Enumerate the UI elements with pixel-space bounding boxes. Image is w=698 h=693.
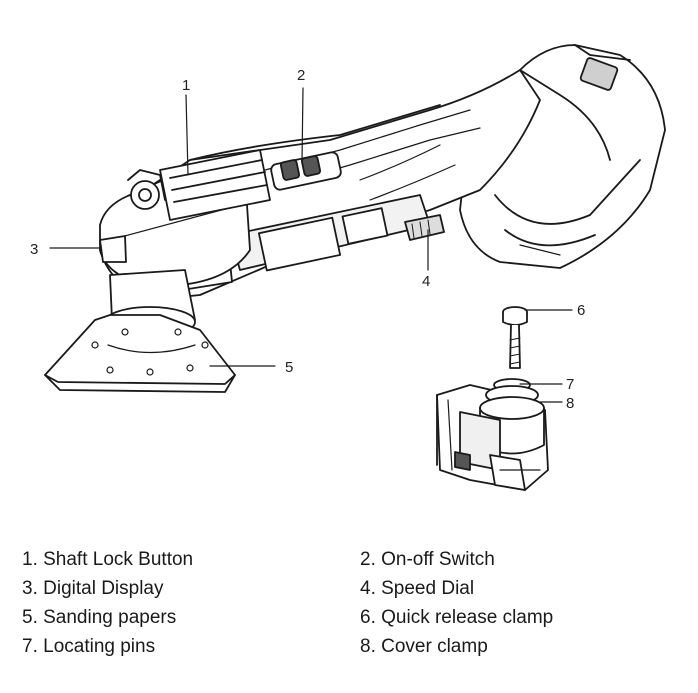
callout-3: 3 [30, 241, 38, 258]
leader-lines [49, 87, 573, 403]
quick-release-detail [436, 306, 549, 491]
callout-5: 5 [285, 359, 293, 376]
callout-2: 2 [297, 67, 305, 84]
tool-body [99, 69, 541, 301]
callout-7: 7 [566, 376, 574, 393]
callout-4: 4 [422, 273, 430, 290]
callout-8: 8 [566, 395, 574, 412]
callout-1: 1 [182, 77, 190, 94]
sanding-head [44, 269, 236, 393]
callout-6: 6 [577, 302, 585, 319]
